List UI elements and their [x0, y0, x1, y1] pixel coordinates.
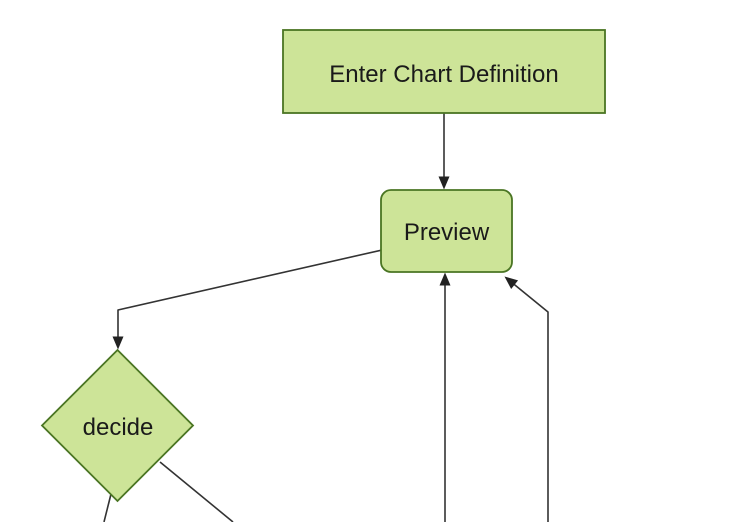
edge-line [159, 461, 234, 522]
edge-line [117, 249, 383, 344]
node-preview-label: Preview [404, 219, 490, 246]
arrowhead-up-into-preview-bottom [439, 272, 451, 286]
edge-decide-to-offscreen-left [103, 493, 112, 522]
arrowhead-diagonal-into-preview-corner [504, 276, 519, 289]
node-decide-label: decide [83, 414, 154, 441]
node-enter-chart-definition-label: Enter Chart Definition [329, 61, 558, 88]
arrowhead-down-into-decide-top [112, 336, 124, 350]
edge-line [103, 493, 112, 522]
node-enter-chart-definition-shape [282, 29, 606, 114]
edge-enter-to-preview [438, 113, 450, 190]
edge-preview-to-decide [112, 249, 383, 350]
edge-offscreen-to-preview-corner [504, 276, 549, 522]
node-enter-chart-definition: Enter Chart Definition [282, 29, 606, 114]
arrowhead-down-into-preview-top [438, 176, 450, 190]
edge-decide-to-offscreen-right [159, 461, 234, 522]
edge-line [509, 280, 549, 522]
node-preview: Preview [380, 189, 513, 273]
node-preview-shape [380, 189, 513, 273]
node-decide: decide [40, 348, 195, 503]
node-decide-shape [40, 348, 195, 503]
edge-offscreen-to-preview-bottom [439, 272, 451, 522]
